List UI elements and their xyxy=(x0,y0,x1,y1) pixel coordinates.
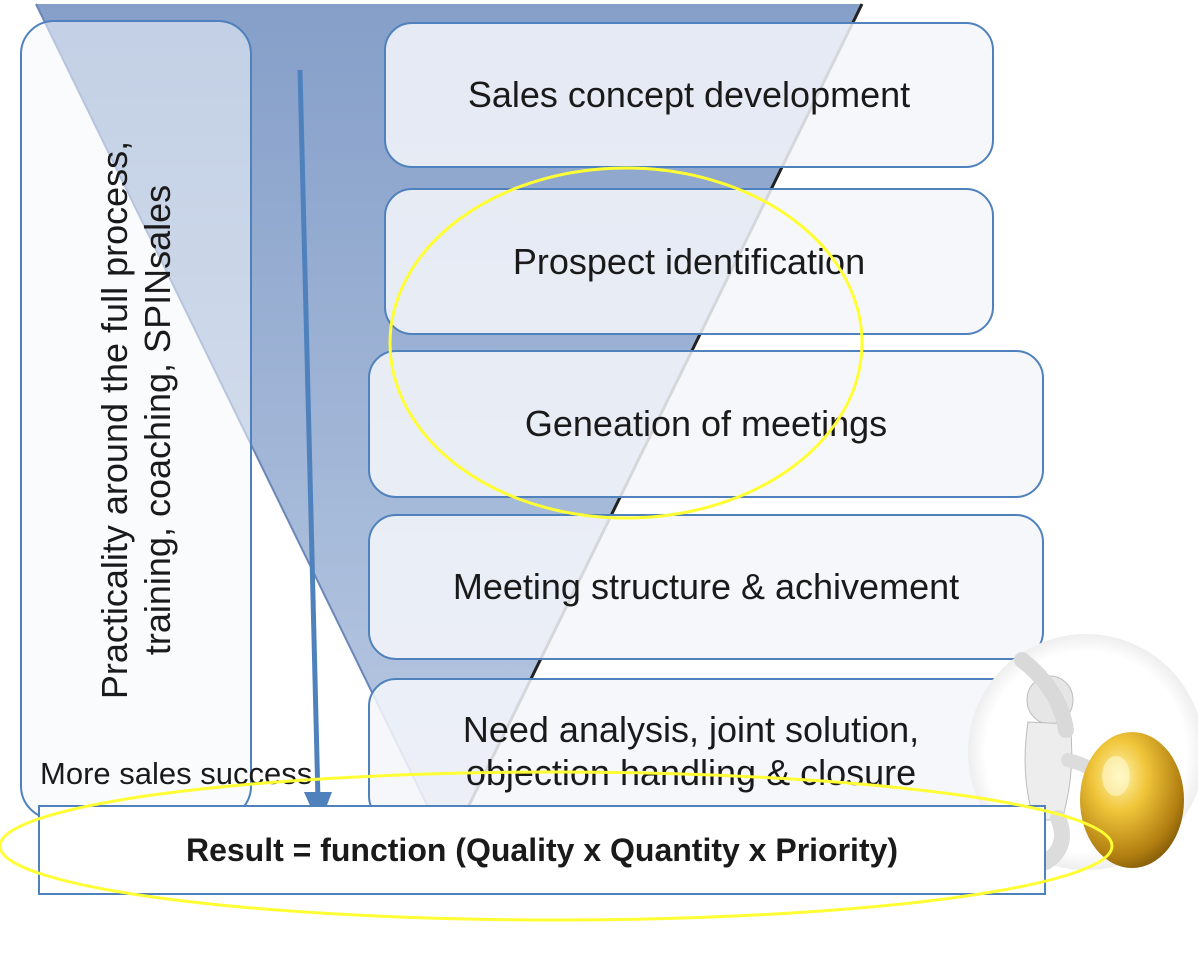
stage-label-4: Meeting structure & achivement xyxy=(452,566,960,608)
stage-label-3: Geneation of meetings xyxy=(524,403,888,445)
stage-box-5: Need analysis, joint solution, objection… xyxy=(368,678,1044,824)
stage-box-1: Sales concept development xyxy=(384,22,994,168)
stage-box-2: Prospect identification xyxy=(384,188,994,335)
stage-box-4: Meeting structure & achivement xyxy=(368,514,1044,660)
stage-label-1: Sales concept development xyxy=(467,74,911,116)
result-formula: Result = function (Quality x Quantity x … xyxy=(185,831,899,868)
result-box: Result = function (Quality x Quantity x … xyxy=(38,805,1046,895)
stage-label-5: Need analysis, joint solution, objection… xyxy=(462,708,920,793)
more-sales-success-label: More sales success xyxy=(40,756,313,791)
stage-box-3: Geneation of meetings xyxy=(368,350,1044,498)
stage-label-2: Prospect identification xyxy=(512,240,866,282)
left-panel xyxy=(20,20,252,820)
